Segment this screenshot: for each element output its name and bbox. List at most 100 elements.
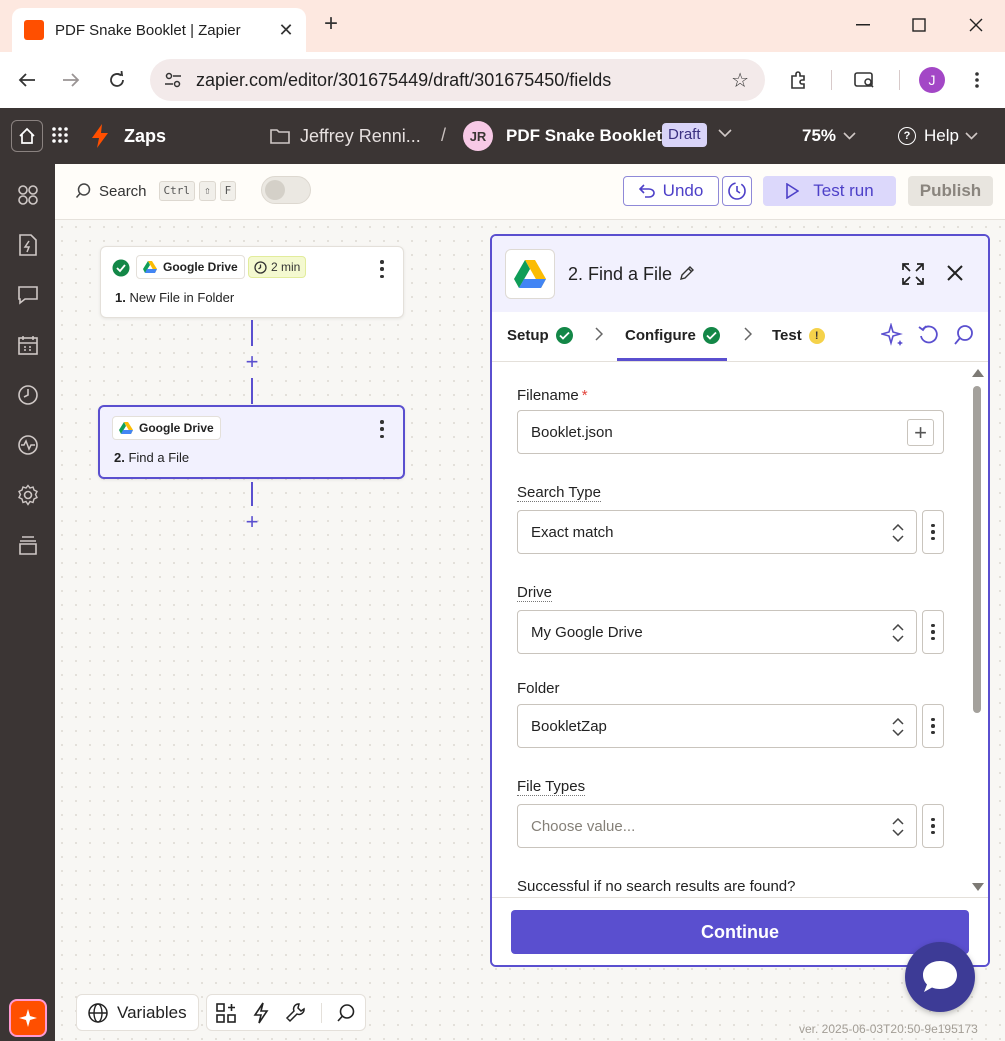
zoom-chevron-down-icon[interactable] <box>843 128 856 143</box>
file-types-select[interactable]: Choose value... <box>517 804 917 848</box>
bookmark-star-icon[interactable]: ☆ <box>731 70 749 92</box>
clock-icon <box>254 260 267 274</box>
scroll-up-arrow-icon[interactable] <box>972 369 984 377</box>
interfaces-chat-icon[interactable] <box>15 282 41 308</box>
field-label-no-results: Successful if no search results are foun… <box>517 878 796 895</box>
search-type-select[interactable]: Exact match <box>517 510 917 554</box>
support-chat-icon[interactable] <box>905 942 975 1012</box>
zoom-level[interactable]: 75% <box>802 126 837 145</box>
tab-search-icon[interactable] <box>851 66 879 94</box>
zapier-favicon-icon <box>24 20 44 40</box>
maximize-icon[interactable] <box>904 12 934 38</box>
node-event: New File in Folder <box>129 290 235 305</box>
add-step-icon[interactable] <box>215 1002 237 1024</box>
add-step-plus-icon[interactable]: + <box>245 509 259 534</box>
node-menu-kebab-icon[interactable] <box>379 420 385 438</box>
panel-body[interactable]: Filename* Booklet.json + Search Type Exa… <box>492 363 988 897</box>
insert-data-plus-icon[interactable]: + <box>907 419 934 446</box>
tab-setup[interactable]: Setup <box>507 327 573 344</box>
ai-sparkle-icon[interactable] <box>880 322 906 348</box>
undo-icon <box>638 184 655 198</box>
folder-select[interactable]: BookletZap <box>517 704 917 748</box>
continue-button[interactable]: Continue <box>511 910 969 954</box>
back-icon[interactable] <box>12 65 42 95</box>
field-options-kebab-icon[interactable] <box>922 704 944 748</box>
wrench-icon[interactable] <box>285 1002 307 1024</box>
breadcrumb-owner[interactable]: Jeffrey Renni... <box>300 126 421 146</box>
apps-icon[interactable] <box>15 182 41 208</box>
tab-label: Test <box>772 327 802 344</box>
search-icon[interactable] <box>951 322 977 348</box>
variables-button[interactable]: Variables <box>76 994 199 1031</box>
help-icon[interactable]: ? <box>898 127 916 145</box>
test-run-button[interactable]: Test run <box>763 176 896 206</box>
profile-avatar[interactable]: J <box>919 67 945 93</box>
browser-tab[interactable]: PDF Snake Booklet | Zapier ✕ <box>12 8 306 52</box>
history-clock-icon[interactable] <box>15 382 41 408</box>
site-settings-icon[interactable] <box>162 69 184 91</box>
browser-menu-icon[interactable] <box>963 66 991 94</box>
zap-step-node-1[interactable]: Google Drive 2 min 1. New File in Folder <box>100 246 404 318</box>
tab-close-icon[interactable]: ✕ <box>278 19 294 40</box>
google-drive-icon <box>119 422 133 434</box>
help-chevron-down-icon[interactable] <box>965 128 978 143</box>
field-options-kebab-icon[interactable] <box>922 804 944 848</box>
extensions-icon[interactable] <box>784 66 812 94</box>
browser-address-bar: zapier.com/editor/301675449/draft/301675… <box>0 52 1005 108</box>
app-chip: Google Drive <box>136 255 245 279</box>
zap-menu-chevron-down-icon[interactable] <box>718 125 732 141</box>
close-icon[interactable] <box>946 264 964 287</box>
activity-pulse-icon[interactable] <box>15 432 41 458</box>
scroll-down-arrow-icon[interactable] <box>972 883 984 891</box>
select-arrows-icon <box>892 624 904 642</box>
reload-icon[interactable] <box>102 65 132 95</box>
copilot-sparkle-icon[interactable] <box>9 999 47 1037</box>
label-text: Filename <box>517 387 579 404</box>
zap-name[interactable]: PDF Snake Booklet <box>506 126 662 145</box>
new-tab-icon[interactable]: + <box>323 10 338 37</box>
active-tab-indicator <box>617 358 727 361</box>
templates-stack-icon[interactable] <box>15 532 41 558</box>
forward-icon[interactable] <box>56 65 86 95</box>
bolt-icon[interactable] <box>250 1002 272 1024</box>
home-icon[interactable] <box>11 120 43 152</box>
zaps-link[interactable]: Zaps <box>124 126 167 146</box>
tab-test[interactable]: Test ! <box>772 327 825 344</box>
google-drive-icon <box>143 261 157 273</box>
publish-button[interactable]: Publish <box>908 176 993 206</box>
field-options-kebab-icon[interactable] <box>922 610 944 654</box>
scroll-thumb[interactable] <box>973 386 981 713</box>
select-value: BookletZap <box>531 717 607 735</box>
omnibox[interactable]: zapier.com/editor/301675449/draft/301675… <box>150 59 765 101</box>
url-text: zapier.com/editor/301675449/draft/301675… <box>196 69 612 90</box>
drive-select[interactable]: My Google Drive <box>517 610 917 654</box>
minimize-icon[interactable] <box>848 12 878 38</box>
left-nav-rail <box>0 164 55 1041</box>
edit-pencil-icon[interactable] <box>679 265 695 286</box>
window-close-icon[interactable] <box>961 12 991 38</box>
select-value: Exact match <box>531 523 614 541</box>
poll-interval-badge: 2 min <box>248 256 307 278</box>
app-name: Google Drive <box>163 260 238 274</box>
add-step-plus-icon[interactable]: + <box>245 349 259 374</box>
expand-icon[interactable] <box>902 263 924 290</box>
settings-gear-icon[interactable] <box>15 482 41 508</box>
version-history-icon[interactable] <box>722 176 752 206</box>
canvas-search-button[interactable]: Search Ctrl ⇧ F <box>75 181 237 201</box>
node-menu-kebab-icon[interactable] <box>379 260 385 278</box>
search-icon[interactable] <box>335 1002 357 1024</box>
undo-label: Undo <box>662 181 704 200</box>
field-options-kebab-icon[interactable] <box>922 510 944 554</box>
canvas-toggle[interactable] <box>261 176 311 204</box>
reset-icon[interactable] <box>916 322 942 348</box>
tab-configure[interactable]: Configure <box>625 327 720 344</box>
filename-input[interactable]: Booklet.json + <box>517 410 944 454</box>
zap-step-node-2[interactable]: Google Drive 2. Find a File <box>98 405 405 479</box>
apps-grid-icon[interactable] <box>51 126 71 146</box>
tables-calendar-icon[interactable] <box>15 332 41 358</box>
folder-icon[interactable] <box>270 127 290 150</box>
help-button[interactable]: Help <box>924 126 959 145</box>
panel-scrollbar[interactable] <box>970 366 984 891</box>
zap-file-icon[interactable] <box>15 232 41 258</box>
undo-button[interactable]: Undo <box>623 176 719 206</box>
